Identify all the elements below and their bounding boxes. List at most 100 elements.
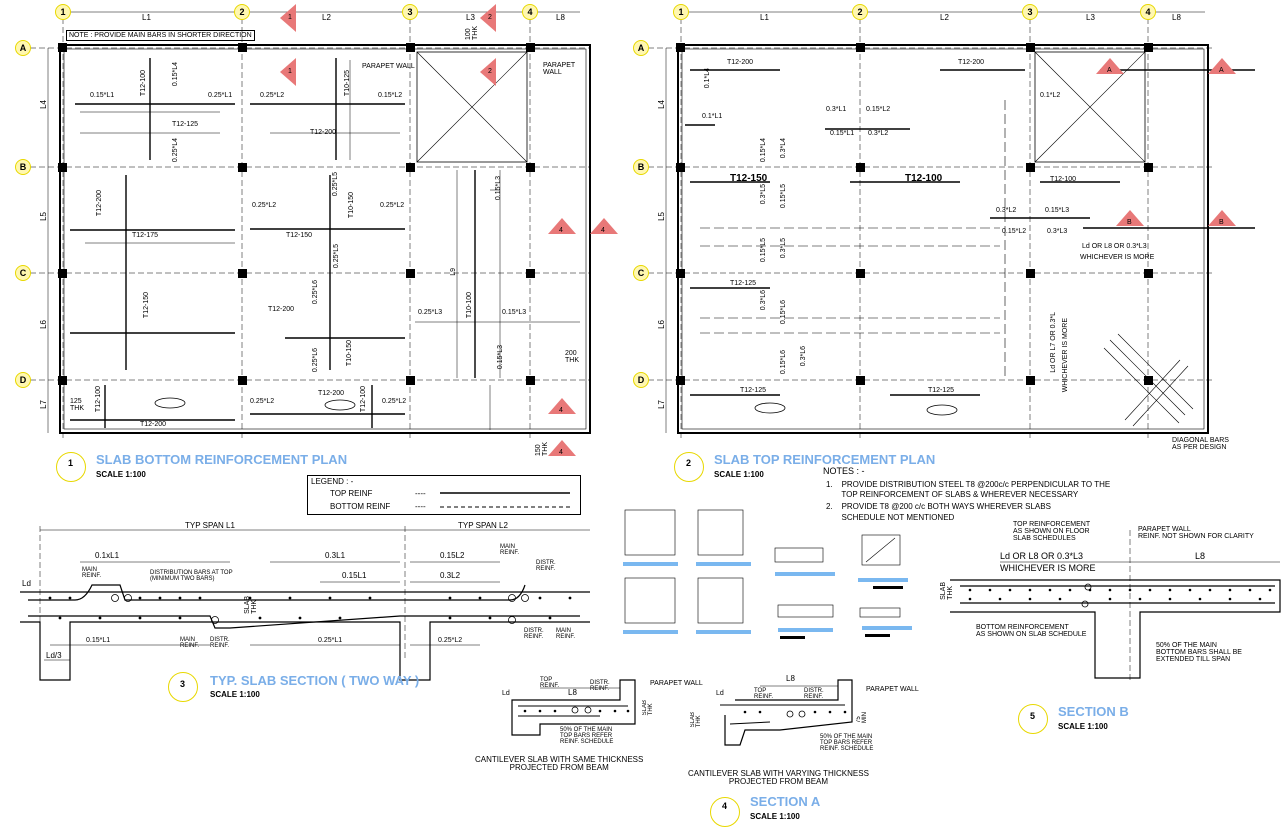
bar-label: 0.15*L3 (502, 309, 527, 316)
bar-label: T12-100 (905, 173, 943, 184)
section3-scale: SCALE 1:100 (210, 690, 260, 699)
section-marker-label: 2 (488, 14, 492, 21)
grid-bubble-4: 4 (1140, 4, 1156, 20)
section4-label: PARAPET WALL (866, 686, 919, 693)
section4-label: DISTR. REINF. (590, 680, 610, 692)
drawing-number: 3 (180, 679, 186, 689)
note-line: 2. PROVIDE T8 @200 c/c BOTH WAYS WHEREVE… (826, 502, 1051, 511)
section3-label: DISTR. REINF. (210, 637, 230, 649)
bar-label: 0.15*L2 (866, 106, 891, 113)
bar-label: 0.3*L5 (760, 184, 767, 205)
bar-label: 0.15*L3 (497, 345, 504, 370)
section4-label: L8 (568, 688, 577, 697)
plan1-scale: SCALE 1:100 (96, 470, 146, 479)
bar-label: Ld OR L8 OR 0.3*L3 (1082, 243, 1147, 250)
bar-label: T10-150 (348, 192, 355, 219)
section-marker-label: 1 (288, 14, 292, 21)
row-span-l6: L6 (657, 320, 666, 329)
thk-label: 100 THK (465, 26, 479, 40)
row-span-l7: L7 (657, 400, 666, 409)
grid-bubble-b: B (15, 159, 31, 175)
legend-title: LEGEND : - (311, 477, 354, 486)
grid-bubble-3: 3 (402, 4, 418, 20)
section3-label: Ld/3 (46, 651, 62, 660)
legend-bottom-label: BOTTOM REINF (330, 502, 391, 511)
legend-dash: ---- (415, 502, 426, 511)
slab-thk-label: SLAB THK (642, 700, 654, 716)
section3-label: MAIN REINF. (500, 544, 520, 556)
bar-label: T12-100 (95, 386, 102, 413)
title-bubble (674, 452, 704, 482)
section3-label: DISTR. REINF. (524, 628, 544, 640)
bar-label: 0.25*L5 (333, 244, 340, 269)
section-marker-label: A (1107, 67, 1112, 74)
bar-label: T12-125 (928, 387, 955, 394)
bar-label: 0.3*L3 (1047, 228, 1068, 235)
bar-label: 0.3*L6 (800, 346, 807, 367)
span-label-l1: L1 (142, 13, 151, 22)
bar-label: 0.15*L1 (90, 92, 115, 99)
bar-label: WHICHEVER IS MORE (1080, 254, 1155, 261)
section4-label: TOP REINF. (754, 688, 774, 700)
note-line: TOP REINFORCEMENT OF SLABS & WHEREVER NE… (826, 490, 1079, 499)
legend-dash: ---- (415, 489, 426, 498)
section-marker-label: 4 (601, 227, 605, 234)
section5-label: 50% OF THE MAIN BOTTOM BARS SHALL BE EXT… (1156, 642, 1242, 663)
row-span-l5: L5 (657, 212, 666, 221)
grid-bubble-b: B (633, 159, 649, 175)
bar-label: 0.25*L2 (260, 92, 285, 99)
section5-label: TOP REINFORCEMENT AS SHOWN ON FLOOR SLAB… (1013, 521, 1091, 542)
section3-label: 0.15L1 (342, 571, 367, 580)
bar-label: 0.15*L3 (495, 176, 502, 201)
bar-label: T12-200 (140, 421, 167, 428)
bar-label: 0.25*L6 (312, 280, 319, 305)
span-label-l2: L2 (940, 13, 949, 22)
bar-label: 0.3*L5 (780, 238, 787, 259)
section4-label: L8 (786, 674, 795, 683)
note-line: SCHEDULE NOT MENTIONED (826, 513, 955, 522)
section5-title: SECTION B (1058, 704, 1129, 719)
bar-label: 0.3*L1 (826, 106, 847, 113)
rebar-dots-section5 (968, 588, 1272, 601)
thk-label: 125 THK (70, 398, 84, 412)
section5-label: BOTTOM REINFORCEMENT AS SHOWN ON SLAB SC… (976, 624, 1087, 638)
typ-span-l1: TYP SPAN L1 (185, 521, 235, 530)
grid-bubble-c: C (15, 265, 31, 281)
section3-label: DISTR. REINF. (536, 560, 556, 572)
plan2-scale: SCALE 1:100 (714, 470, 764, 479)
bar-label: T12-150 (286, 232, 313, 239)
bar-label: 0.25*L1 (208, 92, 233, 99)
bar-label: 0.1*L1 (702, 113, 723, 120)
span-label-l2: L2 (322, 13, 331, 22)
legend-box (307, 475, 581, 515)
bar-label: 0.25*L3 (418, 309, 443, 316)
bar-label: T12-200 (310, 129, 337, 136)
drawing-number: 4 (722, 801, 728, 811)
section4-label: PARAPET WALL (650, 680, 703, 687)
section-marker-label: 4 (559, 227, 563, 234)
bar-label: 0.15*L4 (760, 138, 767, 163)
bar-label: T12-150 (143, 292, 150, 319)
section-marker-label: 2 (488, 68, 492, 75)
typ-span-l2: TYP SPAN L2 (458, 521, 508, 530)
bar-label: T12-125 (740, 387, 767, 394)
section3-label: 0.15L2 (440, 551, 465, 560)
bar-label: 0.3*L6 (760, 290, 767, 311)
bar-label: T10-100 (466, 292, 473, 319)
rebar-dots-section4 (523, 709, 847, 714)
section5-scale: SCALE 1:100 (1058, 722, 1108, 731)
span-label-l8: L8 (556, 13, 565, 22)
span-label-l3: L3 (1086, 13, 1095, 22)
bar-label: 0.1*L4 (704, 68, 711, 89)
plan1-title: SLAB BOTTOM REINFORCEMENT PLAN (96, 452, 348, 467)
section3-label: 0.25*L2 (438, 637, 463, 644)
title-bubble (1018, 704, 1048, 734)
section-marker-label: B (1127, 219, 1132, 226)
bar-label: T10-150 (346, 340, 353, 367)
section4-label: Ld (716, 690, 724, 697)
grid-bubble-3: 3 (1022, 4, 1038, 20)
notes-title: NOTES : - (823, 466, 865, 476)
section3-label: 0.25*L1 (318, 637, 343, 644)
section-marker-label: 4 (559, 449, 563, 456)
bar-label: T12-100 (1050, 176, 1077, 183)
